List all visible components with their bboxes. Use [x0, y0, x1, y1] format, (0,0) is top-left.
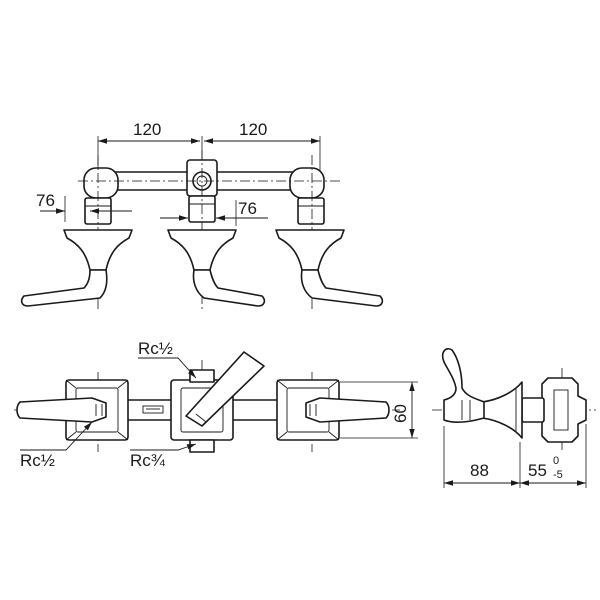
- dim-120-right: 120: [239, 120, 267, 139]
- dimension-76-left: 76: [36, 191, 132, 222]
- handle-bases: [63, 229, 345, 271]
- label-rc-top: Rc½: [138, 339, 197, 379]
- dim-55-tol-lower: -5: [553, 469, 563, 481]
- plan-view: Rc½ Rc½ Rc¾ 60: [14, 339, 418, 470]
- side-view: 88 55 0 -5: [432, 347, 596, 488]
- dimension-76-right: 76: [160, 199, 268, 226]
- brand-plate: [142, 405, 164, 414]
- valve-stems: [84, 195, 325, 225]
- dim-55-tol-upper: 0: [553, 455, 559, 467]
- dim-76-left: 76: [36, 191, 55, 210]
- dim-60: 60: [391, 404, 410, 423]
- dim-76-right: 76: [238, 199, 257, 218]
- lever-handles: [20, 269, 384, 307]
- dimension-55: 55 0 -5: [520, 424, 587, 488]
- label-rc-bottom: Rc¾: [130, 443, 197, 470]
- dim-88: 88: [470, 461, 489, 480]
- thread-label-left: Rc½: [20, 451, 55, 470]
- label-rc-left: Rc½: [20, 421, 93, 470]
- dimension-60: 60: [340, 381, 418, 439]
- bottom-outlet-port: [189, 439, 215, 453]
- dim-55-main: 55: [528, 461, 547, 480]
- pipe-body: [83, 159, 325, 199]
- dim-120-left: 120: [133, 120, 161, 139]
- side-lever: [441, 347, 485, 423]
- diagonal-lever: [185, 351, 265, 427]
- front-view: 120 120: [20, 120, 384, 310]
- thread-label-top: Rc½: [138, 339, 173, 358]
- dimension-88: 88: [443, 426, 521, 488]
- thread-label-bottom: Rc¾: [130, 451, 166, 470]
- dimension-top-spacing: 120 120: [97, 120, 321, 172]
